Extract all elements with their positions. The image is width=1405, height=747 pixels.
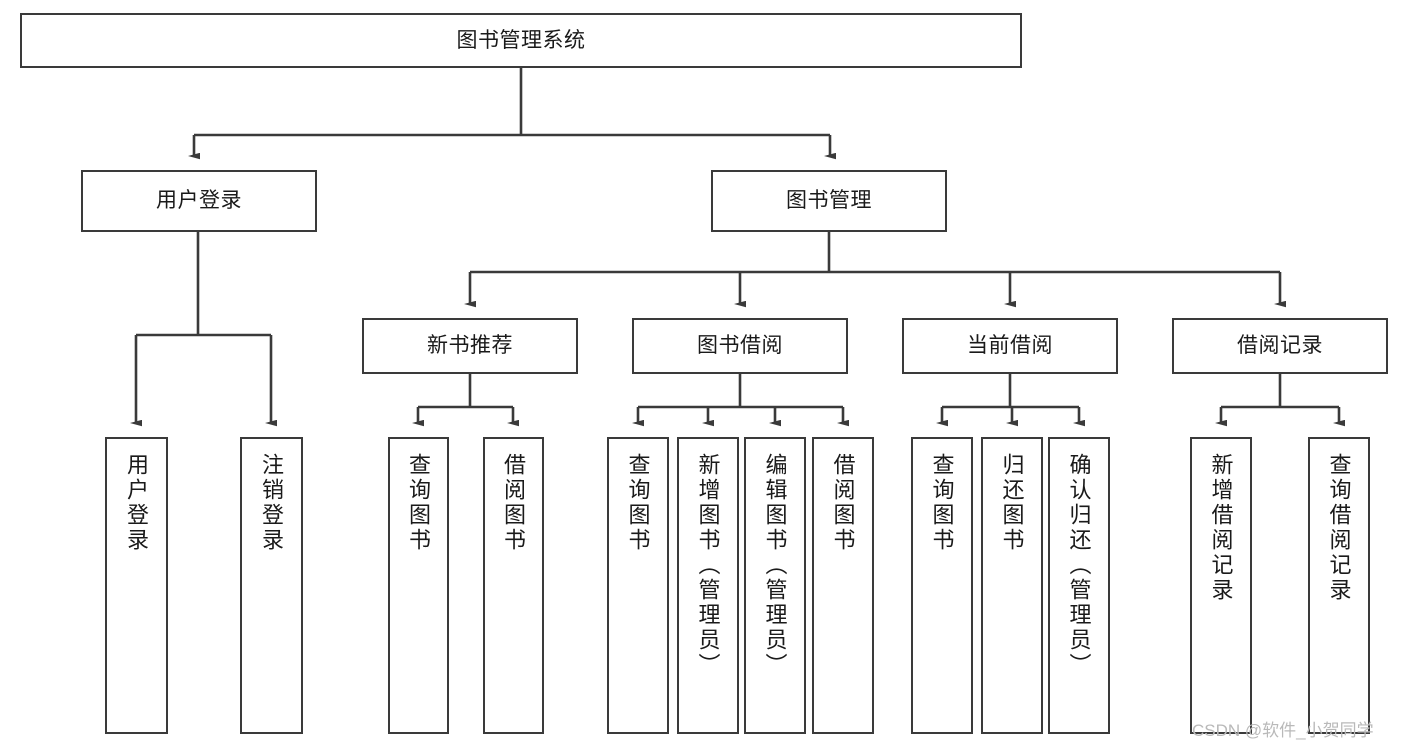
node-new-book-recommend[interactable]: 新书推荐 [362, 318, 578, 374]
node-leaf-query-record[interactable]: 查询借阅记录 [1308, 437, 1370, 734]
node-leaf-borrow-book-2[interactable]: 借阅图书 [812, 437, 874, 734]
node-borrow-record-label: 借阅记录 [1237, 334, 1323, 358]
node-leaf-query-record-label: 查询借阅记录 [1326, 453, 1352, 603]
node-leaf-add-book-label: 新增图书（管理员） [695, 453, 721, 678]
node-leaf-confirm-return[interactable]: 确认归还（管理员） [1048, 437, 1110, 734]
node-leaf-return-book-label: 归还图书 [999, 453, 1025, 553]
node-book-manage-label: 图书管理 [786, 189, 872, 213]
node-leaf-add-record-label: 新增借阅记录 [1208, 453, 1234, 603]
node-leaf-add-record[interactable]: 新增借阅记录 [1190, 437, 1252, 734]
node-book-manage[interactable]: 图书管理 [711, 170, 947, 232]
watermark: CSDN @软件_小贺同学 [1192, 721, 1374, 740]
node-leaf-query-book-2-label: 查询图书 [625, 453, 651, 553]
node-leaf-logout[interactable]: 注销登录 [240, 437, 303, 734]
node-user-login-label: 用户登录 [156, 189, 242, 213]
node-leaf-user-login-label: 用户登录 [124, 453, 150, 553]
node-leaf-confirm-return-label: 确认归还（管理员） [1066, 453, 1092, 678]
node-current-borrow-label: 当前借阅 [967, 334, 1053, 358]
node-leaf-query-book-1[interactable]: 查询图书 [388, 437, 449, 734]
node-root[interactable]: 图书管理系统 [20, 13, 1022, 68]
node-leaf-borrow-book-2-label: 借阅图书 [830, 453, 856, 553]
node-leaf-query-book-3[interactable]: 查询图书 [911, 437, 973, 734]
node-leaf-query-book-1-label: 查询图书 [406, 453, 432, 553]
node-leaf-edit-book[interactable]: 编辑图书（管理员） [744, 437, 806, 734]
node-book-borrow[interactable]: 图书借阅 [632, 318, 848, 374]
node-leaf-borrow-book-1-label: 借阅图书 [501, 453, 527, 553]
node-book-borrow-label: 图书借阅 [697, 334, 783, 358]
node-leaf-edit-book-label: 编辑图书（管理员） [762, 453, 788, 678]
node-leaf-logout-label: 注销登录 [259, 453, 285, 553]
node-leaf-return-book[interactable]: 归还图书 [981, 437, 1043, 734]
node-borrow-record[interactable]: 借阅记录 [1172, 318, 1388, 374]
node-current-borrow[interactable]: 当前借阅 [902, 318, 1118, 374]
node-leaf-user-login[interactable]: 用户登录 [105, 437, 168, 734]
node-root-label: 图书管理系统 [456, 28, 586, 52]
node-leaf-borrow-book-1[interactable]: 借阅图书 [483, 437, 544, 734]
node-user-login[interactable]: 用户登录 [81, 170, 317, 232]
node-leaf-add-book[interactable]: 新增图书（管理员） [677, 437, 739, 734]
node-leaf-query-book-3-label: 查询图书 [929, 453, 955, 553]
node-leaf-query-book-2[interactable]: 查询图书 [607, 437, 669, 734]
node-new-book-recommend-label: 新书推荐 [427, 334, 513, 358]
